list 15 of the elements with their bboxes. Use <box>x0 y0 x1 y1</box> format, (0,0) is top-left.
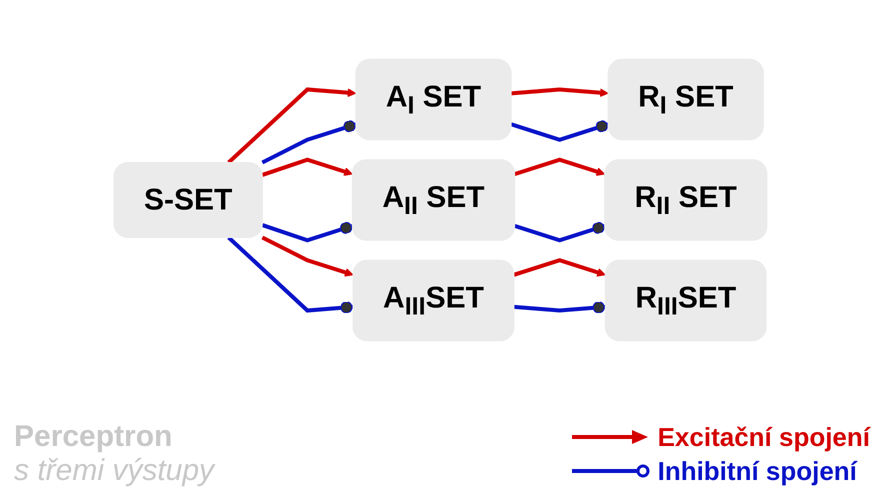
set-box: A$_{I}$ SET <box>354 58 512 140</box>
set-box: S-SET <box>113 162 262 238</box>
connector-arrow <box>261 236 353 277</box>
set-box: A$_{III}$SET <box>352 260 514 342</box>
set-box: R$_{I}$ SET <box>607 58 764 140</box>
set-box: A$_{II}$ SET <box>351 159 515 241</box>
legend-text: Inhibitní spojení <box>658 456 857 486</box>
set-box: R$_{II}$ SET <box>604 159 767 241</box>
connector-arrow <box>510 88 608 98</box>
connector-arrow <box>514 158 605 176</box>
set-box: R$_{III}$SET <box>604 260 766 342</box>
connector-arrow <box>512 258 606 277</box>
connector-arrow <box>261 158 352 177</box>
legend-text: Excitační spojení <box>658 422 870 452</box>
connector-arrow <box>226 87 356 164</box>
